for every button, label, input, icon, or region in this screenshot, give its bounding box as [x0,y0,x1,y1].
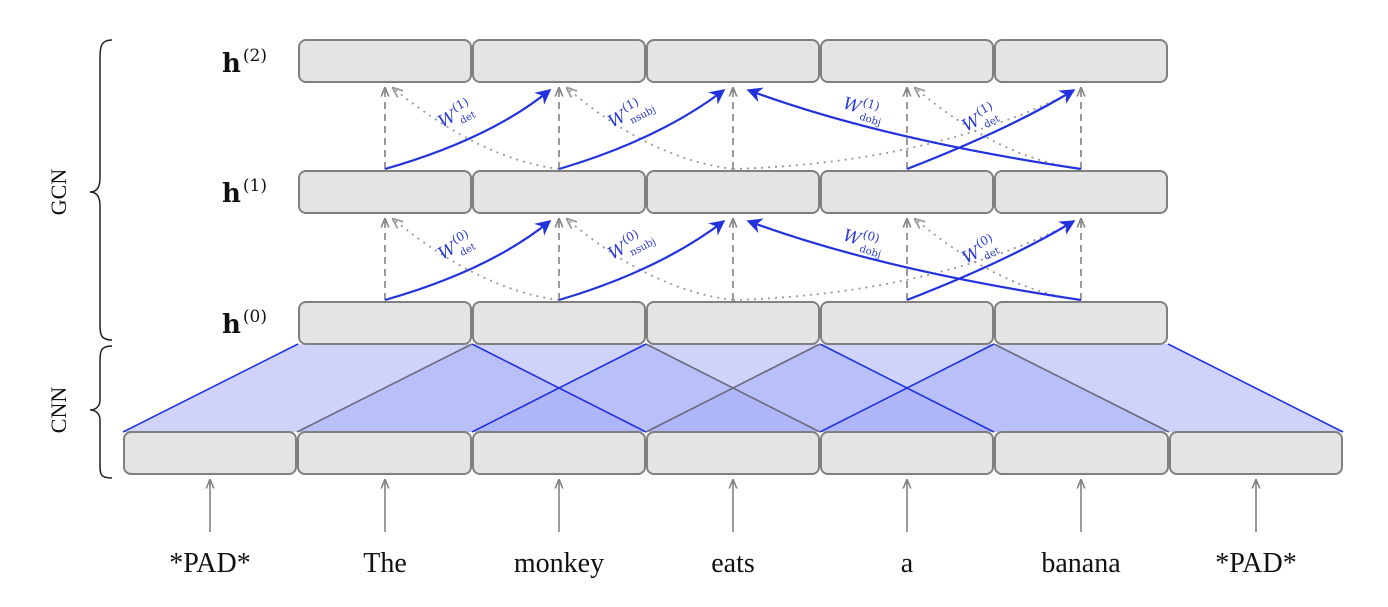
section-brackets: GCN CNN [46,39,113,479]
input-word: *PAD* [1215,548,1296,579]
gcn-node-h0 [820,301,994,345]
reverse-edge [915,88,1082,170]
cnn-input-node [994,431,1169,475]
edge-label-nsubj-1: W(1)nsubj [603,89,658,136]
gcn-node-h2 [994,39,1168,83]
gcn-brace [89,39,113,341]
gcn-node-h1 [646,170,820,214]
node-boxes [123,39,1343,475]
conv-edge-left [819,343,995,433]
conv-edge-left [296,343,473,433]
reverse-edge [567,219,734,301]
gcn-node-h0 [994,301,1168,345]
input-word: monkey [514,548,604,579]
dependency-edge [384,89,552,171]
conv-edge-right [1167,343,1344,433]
gcn-node-h0 [472,301,646,345]
reverse-edge [915,219,1082,301]
cnn-brace [89,345,113,479]
dependency-edge [906,220,1076,302]
edge-labels-layer0: W(0)det W(0)nsubj W(0)dobj W(0)det [433,221,1002,272]
dependency-edge [558,89,726,171]
edge-label-det-0a: W(0)det [433,226,478,268]
edge-labels-layer1: W(1)det W(1)nsubj W(1)dobj W(1)det [433,89,1002,140]
dependency-edge [558,220,726,302]
dependency-edge [746,87,1082,171]
cnn-input-node [297,431,472,475]
layer-label-h2: h(2) [222,46,267,79]
reverse-edge [732,92,1072,170]
layer-label-h1: h(1) [222,176,267,209]
reverse-edge [732,223,1072,301]
gcn-node-h1 [472,170,646,214]
conv-edge-left [645,343,821,433]
gcn-node-h2 [820,39,994,83]
reverse-edge [393,219,560,301]
dependency-edge [746,218,1082,302]
cnn-input-node [472,431,646,475]
edge-label-det-1a: W(1)det [433,94,478,136]
gcn-node-h2 [646,39,820,83]
edge-label-dobj-0: W(0)dobj [839,222,887,261]
cnn-convolution-windows [122,343,1344,433]
input-word: The [363,548,407,579]
gcn-node-h0 [298,301,472,345]
conv-edge-left [471,343,647,433]
layer-label-h0: h(0) [222,307,267,340]
gcn-node-h0 [646,301,820,345]
gcn-node-h2 [298,39,472,83]
conv-edge-right [993,343,1170,433]
gcn-section-label: GCN [46,169,71,216]
conv-edge-left [122,343,299,433]
cnn-input-node [123,431,297,475]
gcn-edges [384,87,1082,302]
gcn-node-h1 [820,170,994,214]
edge-label-dobj-1: W(1)dobj [839,90,887,129]
layer-labels: h(2) h(1) h(0) [222,46,267,340]
input-tokens: *PAD* The monkey eats a banana *PAD* [169,480,1297,579]
dependency-edge [906,89,1076,171]
gcn-node-h1 [994,170,1168,214]
gcn-node-h1 [298,170,472,214]
input-word: a [901,548,914,579]
reverse-edge [567,88,734,170]
reverse-edge [393,88,560,170]
input-word: banana [1041,548,1121,579]
dependency-edge [384,220,552,302]
cnn-input-node [1169,431,1343,475]
edge-label-det-1b: W(1)det [957,98,1002,140]
cnn-input-node [646,431,820,475]
cnn-section-label: CNN [46,387,71,434]
gcn-node-h2 [472,39,646,83]
input-word: eats [711,548,755,579]
edge-label-det-0b: W(0)det [957,230,1002,272]
cnn-input-node [820,431,994,475]
edge-label-nsubj-0: W(0)nsubj [603,221,658,268]
input-word: *PAD* [169,548,250,579]
